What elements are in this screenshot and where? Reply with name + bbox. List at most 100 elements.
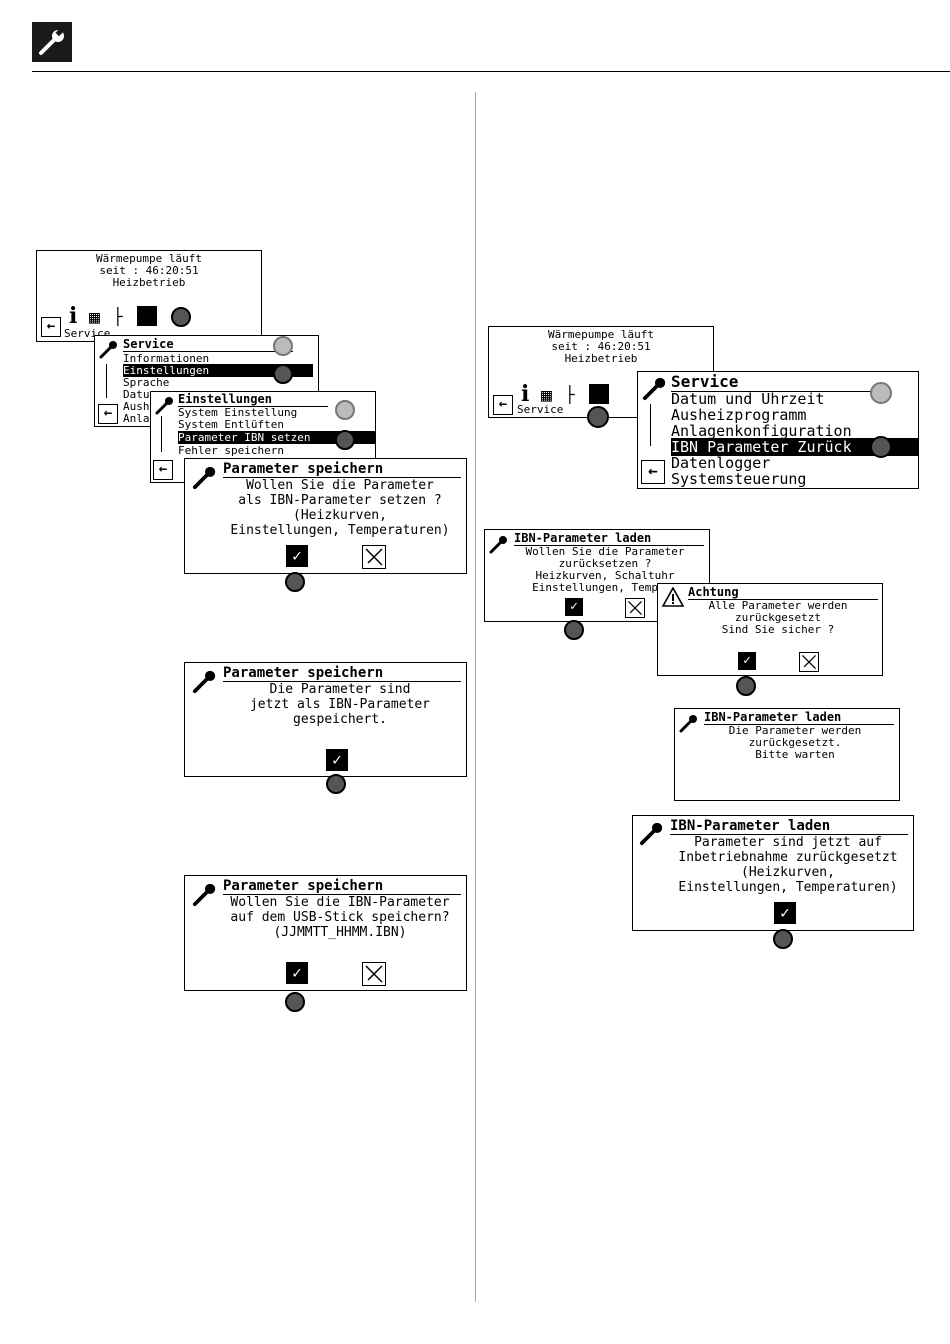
status-line-3: Heizbetrieb [564,352,638,365]
dialog-title: IBN-Parameter laden [670,818,908,835]
rotary-knob-icon[interactable] [564,620,584,640]
rotary-knob-icon[interactable] [273,336,293,356]
faucet-icon[interactable]: ├ [113,307,123,326]
wrench-icon [32,22,72,62]
menu-item-selected[interactable]: Einstellungen [123,364,313,377]
menu-item[interactable]: Datu [123,388,150,401]
back-arrow-icon[interactable]: ← [98,404,118,424]
dialog-line: Bitte warten [755,748,835,761]
dialog-line: zurückgesetzt [734,611,822,624]
status-line-2: seit : 46:20:51 [551,340,651,353]
menu-item-selected[interactable]: Parameter IBN setzen [178,431,375,444]
dialog-title: Parameter speichern [223,461,461,478]
menu-item[interactable]: Ausheizprogramm [671,406,807,424]
cancel-icon[interactable] [362,962,386,986]
cancel-icon[interactable] [625,598,645,618]
service-menu-screen: Service Informationen Einstellungen Spra… [94,335,319,427]
dialog-line: Parameter sind jetzt auf [694,835,882,850]
rotary-knob-icon[interactable] [870,436,892,458]
service-menu-title: Service [123,337,293,352]
dialog-line: zurückgesetzt. [748,736,842,749]
scroll-indicator [650,404,651,446]
service-menu-screen: Service Datum und Uhrzeit Ausheizprogram… [637,371,919,489]
checkmark-icon[interactable]: ✓ [565,598,583,616]
rotary-knob-icon[interactable] [335,400,355,420]
cancel-icon[interactable] [362,545,386,569]
dialog-line: (Heizkurven, [741,865,835,880]
cancel-icon[interactable] [799,652,819,672]
snowflake-sun-icon[interactable] [137,306,157,326]
status-line-3: Heizbetrieb [112,276,186,289]
checkmark-icon[interactable]: ✓ [738,652,756,670]
wrench-icon [192,670,216,694]
status-line-1: Wärmepumpe läuft [548,328,654,341]
wrench-icon [192,883,216,907]
header-rule [32,71,950,72]
status-line-1: Wärmepumpe läuft [96,252,202,265]
checkmark-icon[interactable]: ✓ [286,962,308,984]
info-icon[interactable]: i [521,381,530,407]
rotary-knob-icon[interactable] [285,572,305,592]
dialog-line: auf dem USB-Stick speichern? [230,910,450,925]
dialog-set-ibn: Parameter speichern Wollen Sie die Param… [184,458,467,574]
faucet-icon[interactable]: ├ [565,385,575,404]
dialog-line: Sind Sie sicher ? [721,623,835,636]
dialog-line: (Heizkurven, [293,508,387,523]
snowflake-sun-icon[interactable] [589,384,609,404]
dialog-line: Wollen Sie die Parameter [246,478,434,493]
dialog-warning: Achtung Alle Parameter werden zurückgese… [657,583,883,676]
rotary-knob-icon[interactable] [171,307,191,327]
dialog-saved: Parameter speichern Die Parameter sind j… [184,662,467,777]
dialog-line: Die Parameter werden [728,724,862,737]
checkmark-icon[interactable]: ✓ [326,749,348,771]
rotary-knob-icon[interactable] [587,406,609,428]
menu-item[interactable]: Datum und Uhrzeit [671,390,825,408]
menu-item[interactable]: Informationen [123,352,210,365]
menu-item[interactable]: Systemsteuerung [671,470,807,488]
wrench-icon [192,466,216,490]
dialog-line: Einstellungen, Tempera [532,581,678,594]
rotary-knob-icon[interactable] [736,676,756,696]
rotary-knob-icon[interactable] [285,992,305,1012]
dialog-title: Achtung [688,585,878,600]
rotary-knob-icon[interactable] [273,364,293,384]
wrench-icon [489,536,507,554]
radiator-icon[interactable]: ▦ [89,307,100,328]
back-arrow-icon[interactable]: ← [493,395,513,415]
warning-triangle-icon [662,587,684,607]
dialog-line: als IBN-Parameter setzen ? [238,493,442,508]
dialog-title: Parameter speichern [223,878,461,895]
dialog-line: Alle Parameter werden [708,599,848,612]
back-arrow-icon[interactable]: ← [641,460,665,484]
checkmark-icon[interactable]: ✓ [286,545,308,567]
rotary-knob-icon[interactable] [326,774,346,794]
rotary-knob-icon[interactable] [870,382,892,404]
dialog-wait: IBN-Parameter laden Die Parameter werden… [674,708,900,801]
rotary-knob-icon[interactable] [335,430,355,450]
info-icon[interactable]: i [69,303,78,329]
back-arrow-icon[interactable]: ← [153,460,173,480]
dialog-line: gespeichert. [293,712,387,727]
dialog-title: IBN-Parameter laden [514,531,704,546]
menu-item[interactable]: Fehler speichern [178,444,284,457]
menu-item[interactable]: Anla [123,412,150,425]
dialog-title: Parameter speichern [223,665,461,682]
menu-item-selected[interactable]: IBN Parameter Zurück [671,438,918,456]
dialog-line: Heizkurven, Schaltuhr [535,569,675,582]
menu-item[interactable]: Sprache [123,376,170,389]
wrench-icon [99,341,117,359]
dialog-line: Wollen Sie die IBN-Parameter [230,895,450,910]
dialog-line: Einstellungen, Temperaturen) [230,523,450,538]
menu-item[interactable]: System Einstellung [178,406,298,419]
radiator-icon[interactable]: ▦ [541,385,552,406]
menu-item[interactable]: System Entlüften [178,418,284,431]
rotary-knob-icon[interactable] [773,929,793,949]
scroll-indicator [161,416,162,452]
service-label[interactable]: Service [517,403,564,416]
menu-item[interactable]: Anlagenkonfiguration [671,422,852,440]
dialog-line: Inbetriebnahme zurückgesetzt [678,850,898,865]
checkmark-icon[interactable]: ✓ [774,902,796,924]
back-arrow-icon[interactable]: ← [41,317,61,337]
menu-item[interactable]: Datenlogger [671,454,771,472]
menu-item[interactable]: Aush [123,400,150,413]
